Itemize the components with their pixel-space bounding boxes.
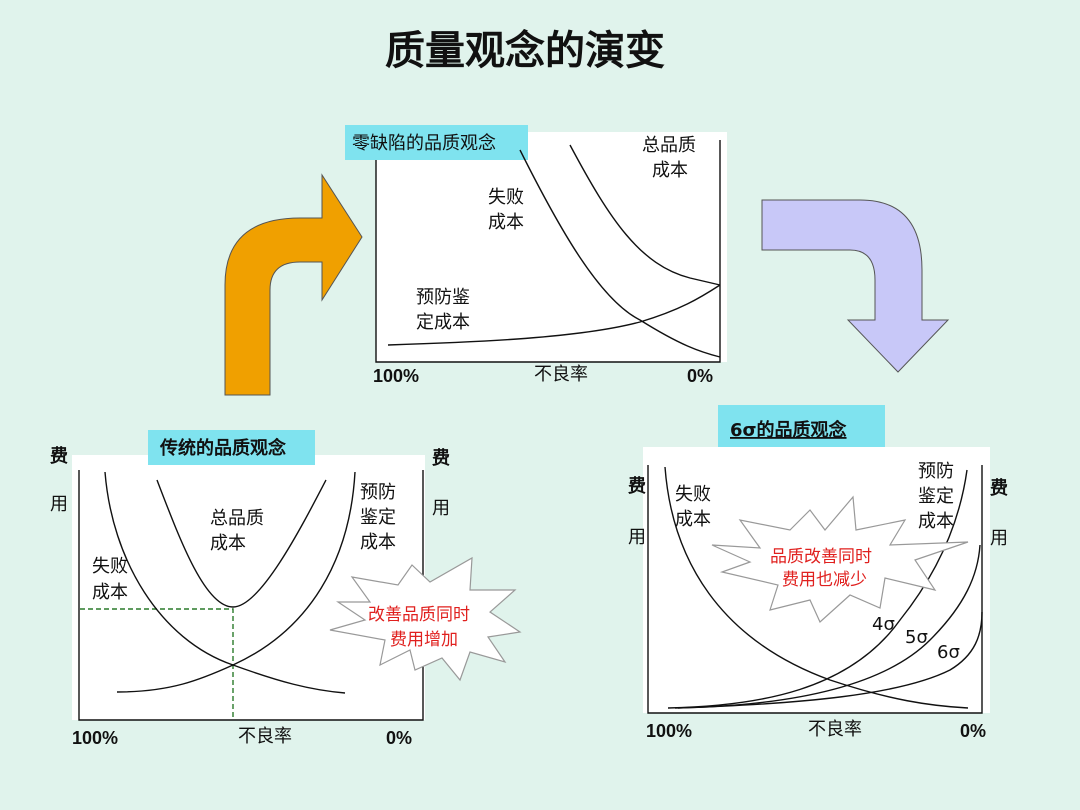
- total-cost-label: 成本: [652, 160, 688, 181]
- x-axis-right: 0%: [687, 366, 713, 386]
- callout-text: 改善品质同时: [368, 605, 470, 625]
- prevention-cost-curve: [387, 284, 721, 346]
- x-axis-title: 不良率: [534, 364, 588, 385]
- y-axis-label-right: 费: [990, 478, 1008, 499]
- x-axis-right: 0%: [386, 728, 412, 748]
- six-sigma-chart: 6σ的品质观念 费 用 费 用 品质改善同时 费用也减少 失败 成本 预防 鉴定…: [628, 405, 1008, 741]
- sigma-5-curve: [674, 544, 981, 709]
- failure-cost-label: 成本: [488, 212, 524, 233]
- total-cost-curve: [569, 144, 721, 286]
- callout-text: 品质改善同时: [770, 547, 872, 567]
- orange-arrow: [224, 173, 363, 396]
- prevention-cost-label: 成本: [360, 532, 396, 553]
- y-axis-label: 费: [628, 476, 646, 497]
- failure-cost-curve: [519, 149, 721, 358]
- y-axis-label-right: 费: [432, 448, 450, 469]
- y-axis-label: 费: [50, 446, 68, 467]
- y-axis-label-right: 用: [990, 528, 1008, 549]
- x-axis-title: 不良率: [808, 719, 862, 740]
- zero-defect-tag: [345, 125, 528, 160]
- total-cost-label: 总品质: [210, 508, 264, 529]
- traditional-tag-text: 传统的品质观念: [159, 437, 286, 459]
- x-axis-left: 100%: [373, 366, 419, 386]
- callout-text: 费用增加: [390, 630, 458, 650]
- sigma-4-label: 4σ: [872, 614, 895, 635]
- optimum-dashed-line: [80, 608, 234, 720]
- sigma-6-curve: [677, 611, 983, 709]
- failure-cost-curve: [104, 471, 346, 694]
- prevention-cost-label: 定成本: [416, 312, 470, 333]
- callout-starburst: [329, 556, 522, 682]
- six-sigma-tag-text: 6σ的品质观念: [730, 419, 847, 441]
- failure-cost-label: 失败: [675, 484, 711, 505]
- sigma-4-curve: [667, 469, 968, 709]
- prevention-cost-label: 成本: [918, 511, 954, 532]
- zero-defect-chart: 零缺陷的品质观念 失败 成本 总品质 成本 预防鉴 定成本 100% 不良率 0…: [345, 125, 727, 386]
- x-axis-title: 不良率: [238, 726, 292, 747]
- purple-arrow: [761, 199, 950, 373]
- prevention-cost-label: 预防: [918, 461, 954, 482]
- total-cost-label: 成本: [210, 533, 246, 554]
- total-cost-curve: [156, 479, 327, 608]
- six-sigma-tag: [718, 405, 885, 447]
- callout-starburst: [711, 495, 969, 623]
- prevention-cost-label: 鉴定: [360, 507, 396, 528]
- x-axis-left: 100%: [646, 721, 692, 741]
- y-axis-label: 用: [50, 494, 68, 515]
- prevention-cost-label: 预防: [360, 482, 396, 503]
- y-axis-label-right: 用: [432, 498, 450, 519]
- prevention-cost-label: 鉴定: [918, 486, 954, 507]
- traditional-tag: [148, 430, 315, 465]
- sigma-6-label: 6σ: [937, 642, 960, 663]
- total-cost-label: 总品质: [642, 135, 696, 156]
- failure-cost-label: 成本: [92, 582, 128, 603]
- x-axis-right: 0%: [960, 721, 986, 741]
- prevention-cost-label: 预防鉴: [416, 287, 470, 308]
- zero-defect-tag-text: 零缺陷的品质观念: [352, 132, 496, 154]
- prevention-cost-curve: [116, 471, 356, 693]
- x-axis-left: 100%: [72, 728, 118, 748]
- y-axis-label: 用: [628, 527, 646, 548]
- sigma-5-label: 5σ: [905, 627, 928, 648]
- page-title: 质量观念的演变: [385, 27, 665, 74]
- traditional-chart: 传统的品质观念 费 用 费 用 总品质 成本 失败 成本 预防 鉴定 成本 改善…: [50, 430, 522, 748]
- failure-cost-label: 失败: [92, 556, 128, 577]
- failure-cost-label: 失败: [488, 187, 524, 208]
- failure-cost-label: 成本: [675, 509, 711, 530]
- failure-cost-curve: [664, 466, 969, 709]
- callout-text: 费用也减少: [782, 570, 867, 590]
